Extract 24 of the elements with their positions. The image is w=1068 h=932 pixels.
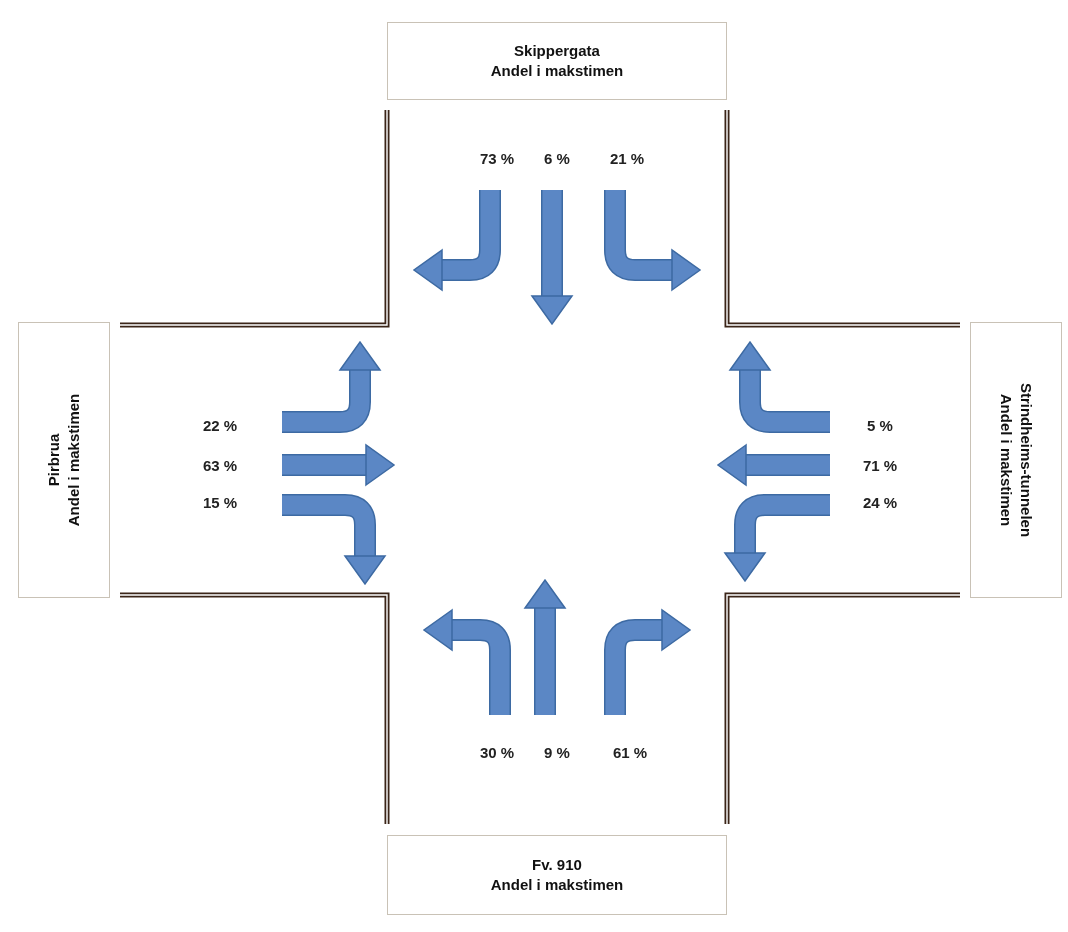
label-box bbox=[387, 22, 727, 100]
share-percentage: 15 % bbox=[202, 493, 238, 511]
share-percentage: 71 % bbox=[862, 456, 898, 474]
label-box bbox=[18, 322, 110, 598]
share-percentage: 22 % bbox=[202, 416, 238, 434]
share-percentage: 6 % bbox=[544, 149, 570, 167]
road-name: Strindheims-tunnelen bbox=[1017, 382, 1036, 538]
share-percentage: 9 % bbox=[544, 743, 570, 761]
box-caption: Andel i makstimen bbox=[64, 393, 83, 527]
label-box bbox=[970, 322, 1062, 598]
box-caption: Andel i makstimen bbox=[490, 61, 624, 81]
label-box bbox=[387, 835, 727, 915]
box-caption: Andel i makstimen bbox=[490, 875, 624, 895]
road-name: Pirbrua bbox=[44, 433, 63, 487]
share-percentage: 73 % bbox=[479, 149, 515, 167]
box-caption: Andel i makstimen bbox=[997, 393, 1016, 527]
share-percentage: 5 % bbox=[867, 416, 893, 434]
road-name: Fv. 910 bbox=[532, 855, 582, 875]
share-percentage: 63 % bbox=[202, 456, 238, 474]
road-name: Skippergata bbox=[514, 41, 600, 61]
share-percentage: 24 % bbox=[862, 493, 898, 511]
share-percentage: 21 % bbox=[609, 149, 645, 167]
share-percentage: 61 % bbox=[612, 743, 648, 761]
share-percentage: 30 % bbox=[479, 743, 515, 761]
